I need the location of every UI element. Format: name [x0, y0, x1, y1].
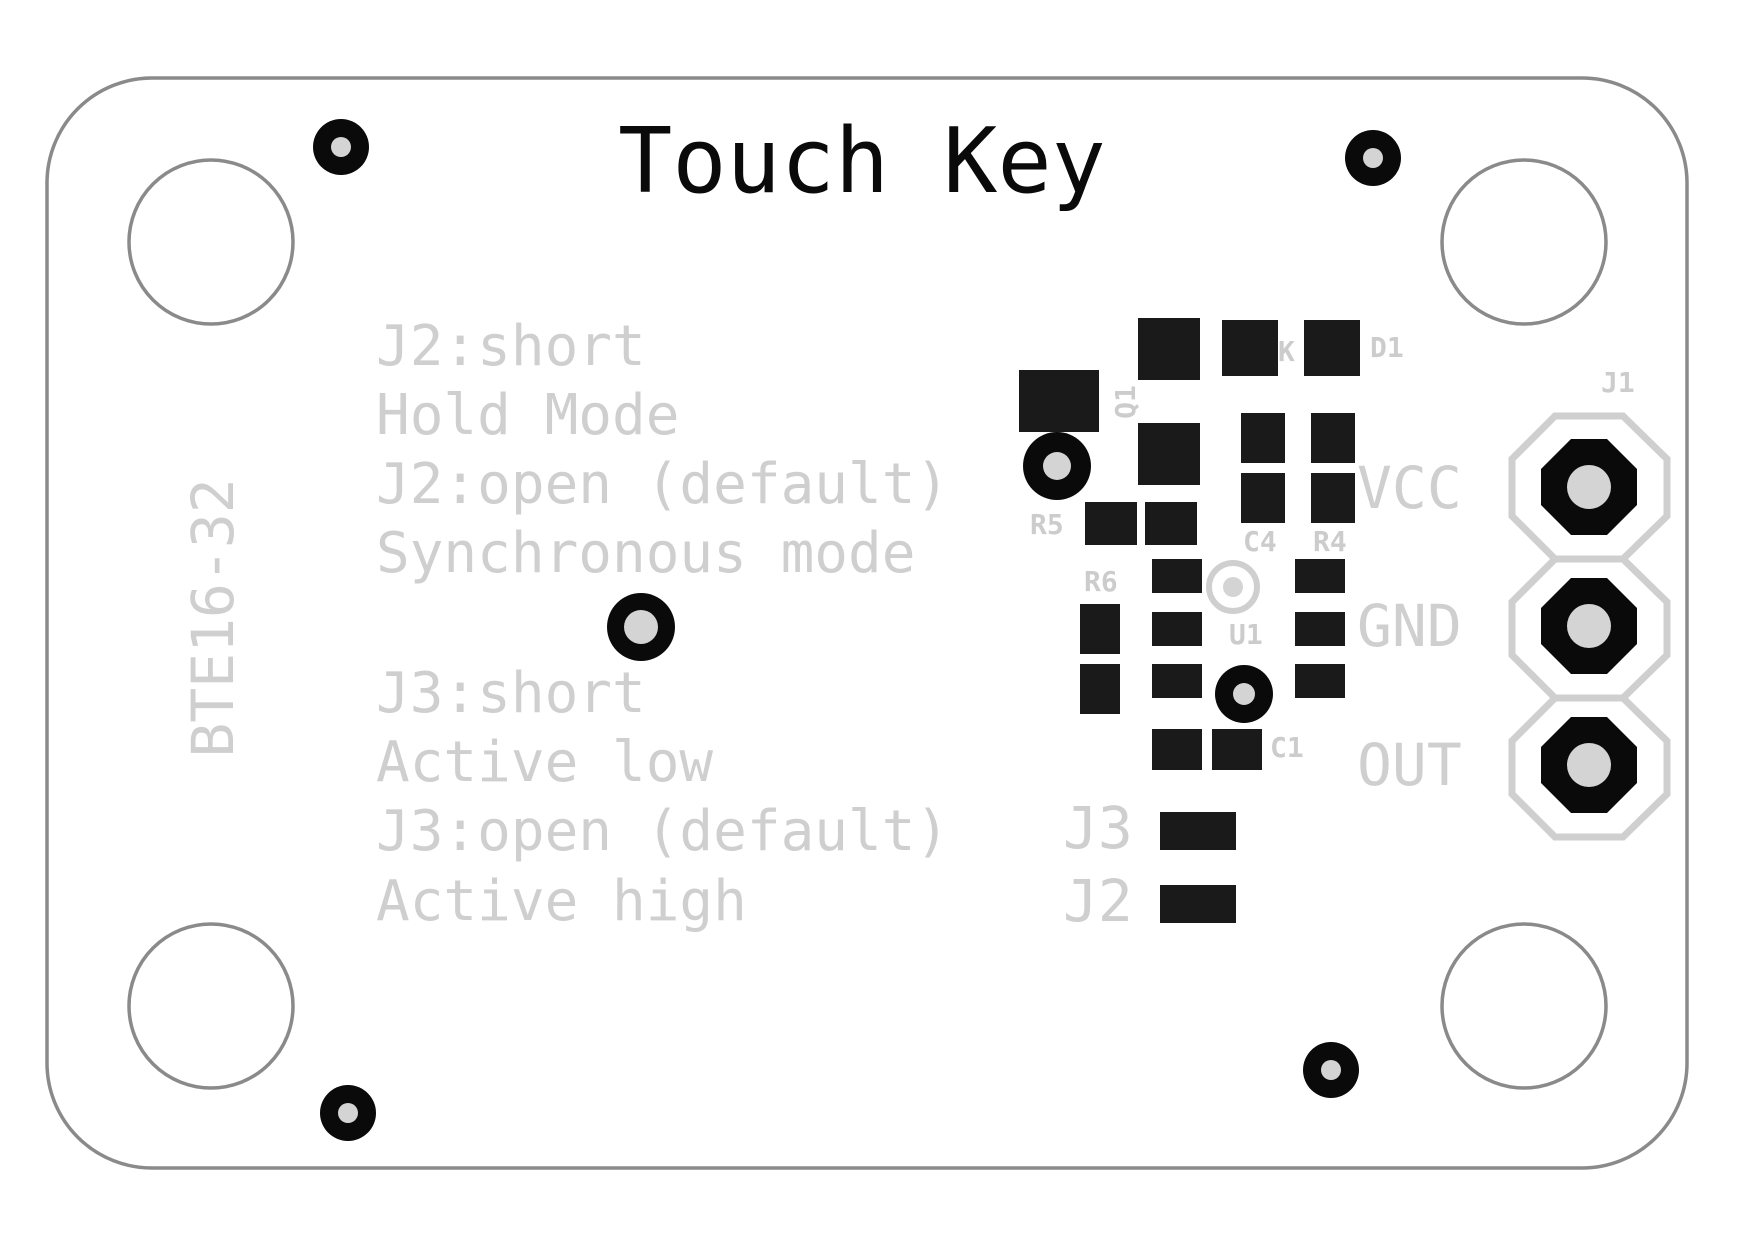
- header-pin-outline: [1508, 694, 1671, 841]
- pad: [1304, 320, 1360, 376]
- pad: [1138, 423, 1200, 485]
- pad: [1080, 604, 1120, 654]
- pin-label-gnd: GND: [1357, 592, 1462, 660]
- pad: [1241, 413, 1285, 463]
- refdes-u1: U1: [1229, 618, 1263, 651]
- pad: [1019, 370, 1099, 432]
- header-j1: [1508, 412, 1671, 841]
- smd-pads: [1019, 318, 1360, 923]
- refdes-r5: R5: [1030, 508, 1064, 541]
- via: [1215, 665, 1273, 723]
- via: [313, 119, 369, 175]
- refdes-d1: D1: [1370, 331, 1404, 364]
- pad: [1295, 664, 1345, 698]
- refdes-j2: J2: [1063, 867, 1133, 935]
- pad: [1145, 502, 1197, 545]
- refdes-r6: R6: [1084, 565, 1118, 598]
- via: [320, 1085, 376, 1141]
- model-label: BTE16-32: [179, 478, 247, 757]
- refdes-k: K: [1278, 335, 1295, 368]
- pad: [1311, 473, 1355, 523]
- mounting-hole-bottom-right: [1440, 922, 1608, 1090]
- mounting-hole-bottom-left: [127, 922, 295, 1090]
- pad: [1085, 502, 1137, 545]
- pad: [1241, 473, 1285, 523]
- mounting-hole-top-right: [1440, 158, 1608, 326]
- refdes-j1: J1: [1601, 366, 1635, 399]
- via: [1303, 1042, 1359, 1098]
- note-line: J3:short: [376, 661, 646, 726]
- pin-label-out: OUT: [1357, 731, 1462, 799]
- note-line: J3:open (default): [376, 799, 949, 864]
- refdes-c1: C1: [1270, 731, 1304, 764]
- mounting-hole-top-left: [127, 158, 295, 326]
- note-line: J2:short: [376, 314, 646, 379]
- pad: [1295, 612, 1345, 646]
- note-line: Active high: [376, 869, 747, 934]
- refdes-q1: Q1: [1109, 385, 1142, 419]
- pad: [1311, 413, 1355, 463]
- via: [607, 593, 675, 661]
- note-line: Active low: [376, 730, 713, 795]
- jumper-notes: J2:short Hold Mode J2:open (default) Syn…: [376, 314, 949, 934]
- pad: [1295, 559, 1345, 593]
- pad: [1080, 664, 1120, 714]
- via: [1345, 130, 1401, 186]
- note-line: J2:open (default): [376, 452, 949, 517]
- pad: [1152, 729, 1202, 770]
- pad: [1212, 729, 1262, 770]
- pad: [1138, 318, 1200, 380]
- pad: [1152, 664, 1202, 698]
- via: [1023, 432, 1091, 500]
- u1-pin1-marker: [1206, 560, 1260, 614]
- pad: [1152, 612, 1202, 646]
- pin-label-vcc: VCC: [1357, 454, 1462, 522]
- refdes-c4: C4: [1243, 525, 1277, 558]
- board-title: Touch Key: [618, 109, 1106, 214]
- note-line: Synchronous mode: [376, 521, 915, 586]
- pad: [1152, 559, 1202, 593]
- pad: [1160, 885, 1236, 923]
- pad: [1160, 812, 1236, 850]
- refdes-r4: R4: [1313, 525, 1347, 558]
- pad: [1222, 320, 1278, 376]
- refdes-j3: J3: [1063, 794, 1133, 862]
- note-line: Hold Mode: [376, 383, 679, 448]
